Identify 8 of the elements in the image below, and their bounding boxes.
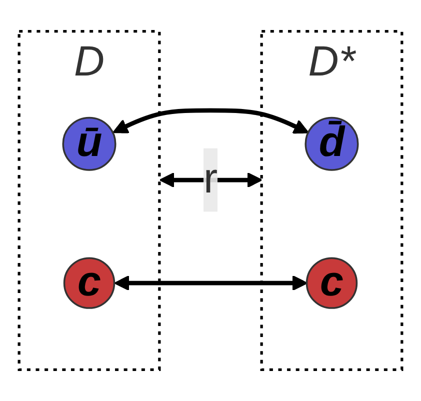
edge-label: r bbox=[203, 155, 218, 203]
arrow bbox=[159, 172, 262, 188]
node-circle: ū bbox=[62, 116, 116, 171]
node-circle: c bbox=[306, 257, 358, 309]
arrow bbox=[114, 275, 308, 291]
node-circle: c bbox=[63, 257, 116, 309]
node-circle: d̄ bbox=[304, 116, 359, 171]
arrow bbox=[112, 108, 309, 134]
